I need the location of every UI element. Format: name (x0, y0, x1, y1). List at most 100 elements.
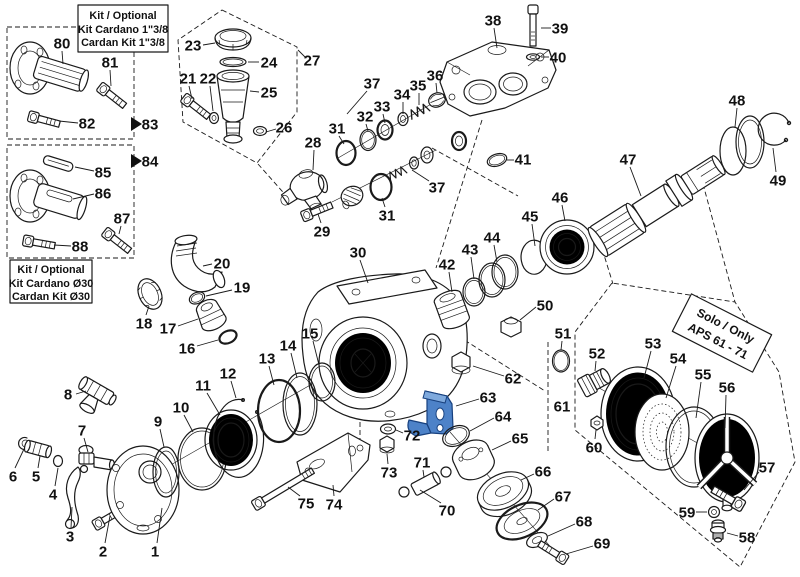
part-35b-spring (386, 164, 408, 182)
part-32-ring (359, 128, 377, 152)
part-24-gasket (219, 56, 247, 68)
leader-line-22 (209, 85, 214, 112)
part-47-shaft (587, 155, 726, 258)
part-label-54: 54 (670, 351, 687, 368)
part-label-80: 80 (54, 36, 71, 53)
part-label-82: 82 (79, 116, 96, 133)
leader-line-5 (37, 455, 41, 469)
part-label-47: 47 (620, 152, 637, 169)
part-33b-seal (450, 130, 468, 152)
leader-line-7 (83, 437, 89, 453)
part-label-15: 15 (302, 326, 319, 343)
part-label-6: 6 (9, 469, 17, 486)
leader-line-9 (159, 428, 165, 448)
part-71-pin (410, 471, 441, 496)
part-56-cover (694, 413, 760, 512)
part-34b-washer (408, 156, 420, 170)
leader-line-63 (455, 398, 480, 407)
leader-line-60 (594, 429, 597, 440)
part-label-85: 85 (95, 165, 112, 182)
part-label-86: 86 (95, 186, 112, 203)
leader-line-51 (560, 340, 563, 351)
leader-line-64 (469, 417, 495, 432)
leader-line-68 (547, 523, 576, 537)
leader-line-71 (422, 469, 425, 478)
kit-cardano-138-group (6, 26, 135, 140)
part-38-cylinder-head (439, 41, 557, 117)
leader-line-12 (230, 380, 237, 399)
part-31b-oring (369, 172, 393, 202)
part-label-30: 30 (350, 245, 367, 262)
pto-shaft-group (587, 112, 792, 258)
part-label-49: 49 (770, 173, 787, 190)
part-4-oring (52, 454, 64, 468)
part-label-22: 22 (200, 71, 217, 88)
part-46-bearing (539, 219, 595, 275)
part-label-32: 32 (357, 109, 374, 126)
part-label-5: 5 (32, 469, 40, 486)
part-label-51: 51 (555, 326, 572, 343)
part-label-4: 4 (49, 487, 58, 504)
part-49-circlip (757, 112, 792, 146)
piston-bearing-train (433, 219, 595, 330)
part-label-16: 16 (179, 341, 196, 358)
part-7-valve-body (78, 444, 116, 474)
part-21-bolt (179, 92, 213, 122)
part-label-66: 66 (535, 464, 552, 481)
part-label-41: 41 (515, 152, 532, 169)
part-44-rings (478, 254, 519, 298)
part-label-87: 87 (114, 211, 131, 228)
leader-line-37 (411, 169, 430, 182)
part-label-33: 33 (374, 99, 391, 116)
part-label-29: 29 (314, 224, 331, 241)
part-label-50: 50 (537, 298, 554, 315)
leader-line-69 (565, 545, 594, 555)
part-40-washer (525, 53, 541, 61)
part-25-reservoir-cup (216, 69, 250, 144)
part-label-75: 75 (298, 496, 315, 513)
part-69-bolt (535, 538, 571, 566)
drain-valve-cluster (18, 376, 126, 532)
leader-line-58 (726, 532, 739, 537)
part-41-oring (486, 152, 508, 168)
part-80-flanged-shaft (9, 41, 90, 95)
part-label-1: 1 (151, 544, 159, 561)
part-5-fitting (23, 439, 53, 459)
leader-line-31 (381, 197, 386, 208)
part-39-head-bolt (527, 4, 539, 47)
part-64-oring (442, 424, 470, 448)
part-18-ring-nut (137, 278, 163, 310)
part-86-flanged-shaft (9, 169, 88, 223)
part-70-oring-a (398, 486, 410, 498)
part-42-piston (433, 289, 470, 330)
part-label-58: 58 (739, 530, 756, 547)
part-15-ring (308, 362, 336, 402)
leader-line-66 (520, 473, 535, 481)
leader-line-53 (643, 350, 652, 379)
leader-line-49 (772, 147, 777, 173)
part-label-73: 73 (381, 465, 398, 482)
kit-cardano-30-group (6, 144, 135, 259)
part-label-24: 24 (261, 55, 278, 72)
part-label-39: 39 (552, 21, 569, 38)
suction-elbow-cluster (137, 234, 238, 345)
part-28-manifold (280, 169, 329, 211)
leader-line-26 (265, 128, 277, 133)
part-label-21: 21 (180, 71, 197, 88)
part-52-plug (577, 368, 611, 398)
part-16-oring (218, 329, 238, 345)
part-label-10: 10 (173, 400, 190, 417)
part-label-11: 11 (195, 378, 211, 395)
part-label-3: 3 (66, 529, 74, 546)
part-81-bolt (95, 81, 129, 111)
part-label-31: 31 (379, 208, 396, 225)
part-82-bolt (26, 109, 62, 131)
part-58-valve-fitting (709, 519, 727, 543)
solo-section-boundary (574, 282, 796, 568)
part-label-45: 45 (522, 209, 539, 226)
leader-line-2 (104, 515, 111, 544)
leader-line-55 (695, 381, 702, 419)
part-label-72: 72 (404, 428, 421, 445)
leader-line-20 (202, 263, 213, 267)
part-43-ring (462, 277, 486, 307)
